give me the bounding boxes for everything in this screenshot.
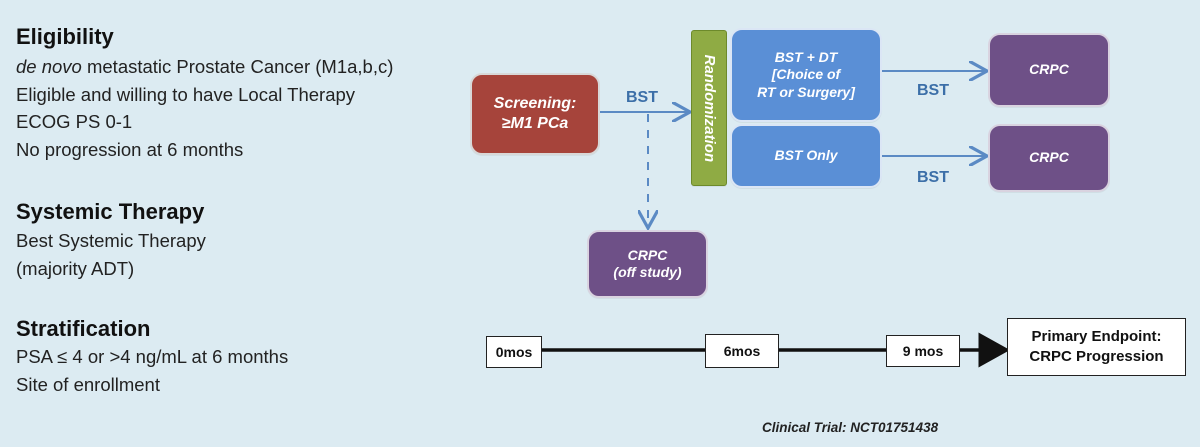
bst-label-arm1: BST [917, 82, 949, 99]
crpc-box-arm2: CRPC [988, 124, 1110, 192]
screening-box: Screening: ≥M1 PCa [470, 73, 600, 155]
randomization-box: Randomization [691, 30, 727, 186]
endpoint-line-1: Primary Endpoint: [1031, 327, 1162, 345]
timeline-6mos: 6mos [705, 334, 779, 368]
arm1-line-3: RT or Surgery] [757, 83, 855, 100]
crpc-offstudy-line-2: (off study) [613, 264, 682, 280]
arm-bst-dt-box: BST + DT [Choice of RT or Surgery] [730, 28, 882, 122]
timeline-0mos: 0mos [486, 336, 542, 368]
crpc-2-label: CRPC [1029, 149, 1069, 166]
eligibility-line-2: Eligible and willing to have Local Thera… [16, 84, 356, 105]
crpc-offstudy-box: CRPC (off study) [587, 230, 708, 298]
arm-bst-only-box: BST Only [730, 124, 882, 188]
randomization-label: Randomization [701, 54, 719, 162]
eligibility-line-3: ECOG PS 0-1 [16, 111, 133, 132]
bst-label-screening: BST [626, 89, 658, 106]
arm1-line-2: [Choice of [771, 66, 841, 83]
arm2-label: BST Only [774, 147, 838, 164]
eligibility-line-1-rest: metastatic Prostate Cancer (M1a,b,c) [81, 56, 394, 77]
systemic-line-2: (majority ADT) [16, 258, 135, 279]
stratification-line-2: Site of enrollment [16, 374, 160, 395]
screening-line-1: Screening: [493, 95, 577, 112]
stratification-line-1: PSA ≤ 4 or >4 ng/mL at 6 months [16, 346, 289, 367]
arm1-line-1: BST + DT [774, 48, 838, 65]
systemic-line-1: Best Systemic Therapy [16, 230, 206, 251]
stratification-heading: Stratification [16, 316, 151, 341]
bst-label-arm2: BST [917, 169, 949, 186]
endpoint-line-2: CRPC Progression [1029, 348, 1164, 365]
eligibility-line-1: de novo metastatic Prostate Cancer (M1a,… [16, 56, 393, 78]
clinical-trial-footer: Clinical Trial: NCT01751438 [762, 420, 939, 435]
screening-line-2: ≥M1 PCa [501, 115, 569, 132]
crpc-1-label: CRPC [1029, 61, 1069, 78]
eligibility-heading: Eligibility [16, 24, 114, 49]
crpc-box-arm1: CRPC [988, 33, 1110, 107]
timeline-9mos: 9 mos [886, 335, 960, 367]
systemic-heading: Systemic Therapy [16, 199, 205, 224]
crpc-offstudy-line-1: CRPC [627, 246, 668, 263]
primary-endpoint-box: Primary Endpoint: CRPC Progression [1007, 318, 1186, 376]
eligibility-line-1-italic: de novo [16, 56, 82, 77]
eligibility-line-4: No progression at 6 months [16, 139, 244, 160]
